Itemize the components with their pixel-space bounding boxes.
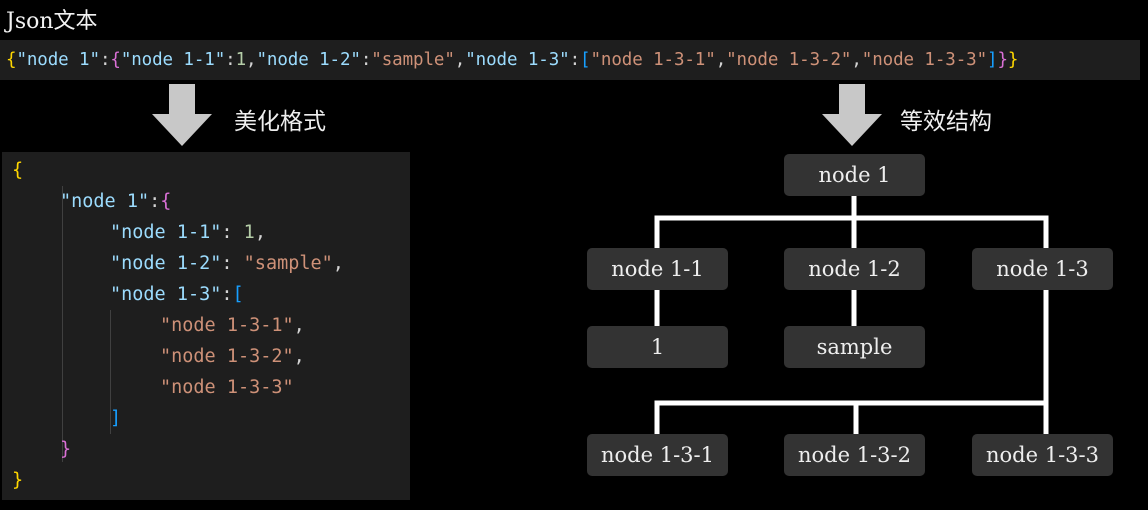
code-line-5: "node 1-3":[ bbox=[110, 282, 244, 308]
formatted-json-code: { "node 1":{ "node 1-1": 1, "node 1-2": … bbox=[2, 152, 410, 500]
indent-guide bbox=[110, 310, 111, 434]
json-inner-brace-open: { bbox=[110, 50, 121, 70]
code-value: 1 bbox=[243, 222, 255, 243]
json-brace-close: } bbox=[1007, 50, 1019, 70]
code-comma: , bbox=[293, 346, 305, 367]
down-arrow-icon bbox=[152, 84, 212, 146]
equivalent-structure-label: 等效结构 bbox=[900, 109, 992, 135]
json-colon: : bbox=[569, 50, 581, 70]
code-value: "node 1-3-3" bbox=[160, 377, 294, 398]
code-value: "sample" bbox=[243, 253, 333, 274]
json-value-1: 1 bbox=[235, 50, 247, 70]
tree-node-root: node 1 bbox=[784, 154, 925, 196]
code-colon: : bbox=[221, 284, 233, 305]
json-comma: , bbox=[715, 50, 727, 70]
json-array-item-1: "node 1-3-1" bbox=[590, 50, 716, 70]
json-inner-brace-close: } bbox=[997, 50, 1008, 70]
code-colon: : bbox=[149, 191, 161, 212]
code-key: "node 1-3" bbox=[110, 284, 222, 305]
json-value-sample: "sample" bbox=[371, 50, 455, 70]
json-key-node1: "node 1" bbox=[16, 50, 100, 70]
tree-value-1: 1 bbox=[587, 326, 728, 368]
tree-node-1-1: node 1-1 bbox=[587, 248, 728, 290]
json-comma: , bbox=[246, 50, 257, 70]
json-array-open: [ bbox=[580, 50, 591, 70]
code-value: "node 1-3-1" bbox=[160, 315, 294, 336]
json-brace-open: { bbox=[6, 50, 17, 70]
code-line-9: ] bbox=[110, 406, 121, 432]
code-line-10: } bbox=[60, 437, 71, 463]
code-bracket: ] bbox=[110, 408, 122, 429]
code-line-6: "node 1-3-1", bbox=[160, 313, 305, 339]
code-comma: , bbox=[332, 253, 344, 274]
code-value: "node 1-3-2" bbox=[160, 346, 294, 367]
code-key: "node 1-2" bbox=[110, 253, 222, 274]
code-line-3: "node 1-1": 1, bbox=[110, 220, 266, 246]
code-key: "node 1" bbox=[60, 191, 150, 212]
json-colon: : bbox=[225, 50, 236, 70]
tree-node-1-3: node 1-3 bbox=[972, 248, 1113, 290]
json-array-close: ] bbox=[987, 50, 998, 70]
json-comma: , bbox=[851, 50, 862, 70]
code-line-4: "node 1-2": "sample", bbox=[110, 251, 344, 277]
code-colon: : bbox=[221, 253, 244, 274]
json-comma: , bbox=[454, 50, 466, 70]
tree-node-1-3-2: node 1-3-2 bbox=[784, 434, 925, 476]
code-comma: , bbox=[293, 315, 305, 336]
indent-guide bbox=[62, 186, 63, 462]
code-line-8: "node 1-3-3" bbox=[160, 375, 294, 401]
tree-node-1-3-1: node 1-3-1 bbox=[587, 434, 728, 476]
code-key: "node 1-1" bbox=[110, 222, 222, 243]
code-line-11: } bbox=[12, 468, 23, 494]
page-title: Json文本 bbox=[6, 9, 98, 34]
json-raw-text: {"node 1":{"node 1-1":1,"node 1-2":"samp… bbox=[0, 40, 1140, 80]
code-brace: } bbox=[12, 470, 24, 491]
tree-node-1-3-3: node 1-3-3 bbox=[972, 434, 1113, 476]
code-line-1: { bbox=[12, 158, 23, 184]
json-colon: : bbox=[360, 50, 372, 70]
tree-node-1-2: node 1-2 bbox=[784, 248, 925, 290]
json-array-item-2: "node 1-3-2" bbox=[726, 50, 852, 70]
code-colon: : bbox=[221, 222, 244, 243]
code-bracket: [ bbox=[232, 284, 244, 305]
code-line-2: "node 1":{ bbox=[60, 189, 171, 215]
beautify-label: 美化格式 bbox=[234, 109, 326, 135]
tree-value-sample: sample bbox=[784, 326, 925, 368]
json-colon: : bbox=[99, 50, 111, 70]
down-arrow-icon bbox=[822, 84, 882, 146]
json-key-node1-2: "node 1-2" bbox=[256, 50, 361, 70]
code-line-7: "node 1-3-2", bbox=[160, 344, 305, 370]
code-brace: { bbox=[160, 191, 172, 212]
json-key-node1-1: "node 1-1" bbox=[120, 50, 226, 70]
json-key-node1-3: "node 1-3" bbox=[465, 50, 570, 70]
json-array-item-3: "node 1-3-3" bbox=[861, 50, 988, 70]
code-brace: { bbox=[12, 160, 24, 181]
code-brace: } bbox=[60, 439, 72, 460]
code-comma: , bbox=[254, 222, 266, 243]
